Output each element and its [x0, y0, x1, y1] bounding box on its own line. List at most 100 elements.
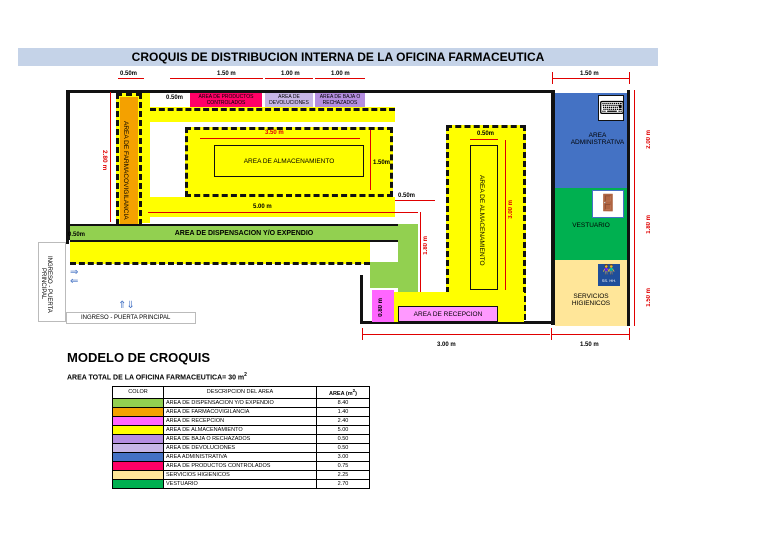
dim-line — [170, 78, 263, 79]
dim-label: 1.80 m — [646, 215, 652, 234]
area-dispensacion-corner — [370, 262, 398, 288]
legend-swatch — [112, 424, 164, 435]
dim-line — [505, 140, 506, 290]
area-dispensacion-ext — [398, 224, 418, 294]
dim-label: 3.00 m — [437, 342, 456, 348]
dim-line — [362, 334, 550, 335]
legend-swatch — [112, 460, 164, 471]
legend-header-area-sup: 2 — [352, 388, 356, 393]
dim-label: 1.50 m — [646, 288, 652, 307]
legend-table: COLOR DESCRIPCION DEL AREA AREA (m2) ARE… — [112, 386, 370, 489]
total-area-label: AREA TOTAL DE LA OFICINA FARMACEUTICA= 3… — [67, 374, 245, 382]
legend-swatch — [112, 406, 164, 417]
legend-header-desc: DESCRIPCION DEL AREA — [163, 386, 317, 399]
legend-swatch — [112, 442, 164, 453]
legend-desc: AREA DE BAJA O RECHAZADOS — [163, 433, 317, 444]
entrance-bottom-box: INGRESO - PUERTA PRINCIPAL — [66, 312, 196, 324]
area-baja: AREA DE BAJA O RECHAZADOS — [315, 93, 365, 107]
dim-label: 0.50m — [477, 131, 495, 137]
entrance-arrows-left: ⇒⇐ — [70, 267, 79, 287]
dim-label: 1.50 m — [217, 71, 236, 77]
dim-line — [148, 212, 418, 213]
yellow-strip — [70, 242, 370, 264]
legend-area: 1.40 — [316, 406, 370, 417]
dim-label: 1.50 m — [580, 71, 599, 77]
dim-label: 0.50m — [68, 232, 86, 238]
area-recepcion-small — [372, 290, 394, 322]
dashed-wall — [150, 108, 395, 111]
dim-line — [265, 78, 313, 79]
area-farmacovigilancia — [120, 97, 138, 239]
dim-label: 2.80 m — [101, 150, 108, 171]
legend-area: 0.50 — [316, 433, 370, 444]
dim-line — [370, 130, 371, 190]
wall-top — [66, 90, 554, 93]
legend-swatch — [112, 433, 164, 444]
dim-label: 0.50m — [398, 193, 416, 199]
legend-header-row: COLOR DESCRIPCION DEL AREA AREA (m2) — [112, 386, 370, 399]
wall-left — [66, 90, 70, 240]
dim-line — [420, 212, 421, 292]
entrance-arrows-bottom: ⇑⇓ — [118, 300, 135, 311]
wall-stub — [66, 240, 69, 244]
dim-label: 3.00 m — [508, 200, 514, 219]
wall-bottom-left — [360, 275, 363, 323]
legend-area: 0.50 — [316, 442, 370, 453]
model-heading: MODELO DE CROQUIS — [67, 350, 211, 365]
restroom-icon: 👫SS. HH. — [598, 264, 620, 286]
dim-line — [552, 334, 630, 335]
legend-swatch — [112, 478, 164, 489]
restroom-icon-label: SS. HH. — [601, 278, 617, 283]
legend-area: 2.40 — [316, 415, 370, 426]
dim-tick — [552, 72, 553, 84]
dim-label: 0.80 m — [378, 298, 384, 317]
dim-label: 5.00 m — [253, 204, 272, 210]
legend-area: 5.00 — [316, 424, 370, 435]
legend-desc: VESTUARIO — [163, 478, 317, 489]
area-recepcion: AREA DE RECEPCION — [398, 306, 498, 322]
yellow-strip — [150, 197, 395, 217]
total-area: AREA TOTAL DE LA OFICINA FARMACEUTICA= 3… — [67, 372, 247, 381]
legend-desc: AREA ADMINISTRATIVA — [163, 451, 317, 462]
legend-desc: AREA DE RECEPCION — [163, 415, 317, 426]
area-farmacovigilancia-label: AREA DE FARMACOVIGILANCIA — [122, 120, 129, 220]
dim-label: 1.50m — [373, 160, 391, 166]
dim-tick — [629, 72, 630, 84]
dim-tick — [362, 328, 363, 340]
legend-desc: SERVICIOS HIGIENICOS — [163, 469, 317, 480]
legend-area: 2.70 — [316, 478, 370, 489]
legend-desc: AREA DE DEVOLUCIONES — [163, 442, 317, 453]
legend-area: 0.75 — [316, 460, 370, 471]
legend-area: 2.25 — [316, 469, 370, 480]
wall-right-inner — [551, 90, 555, 325]
legend-header-color: COLOR — [112, 386, 164, 399]
dim-label: 1.50 m — [580, 342, 599, 348]
area-devoluciones: AREA DE DEVOLUCIONES — [265, 93, 313, 107]
legend-header-area-close: ) — [355, 390, 358, 397]
area-vestuario-label: VESTUARIO — [572, 221, 610, 229]
dim-label: 3.50 m — [265, 130, 284, 136]
dim-label: 0.50m — [120, 71, 138, 77]
legend-header-area-label: AREA (m — [328, 390, 353, 397]
legend-area: 3.00 — [316, 451, 370, 462]
dim-line — [110, 92, 111, 222]
dim-tick — [551, 328, 552, 340]
area-almacen2-label: AREA DE ALMACENAMIENTO — [478, 174, 485, 266]
legend-swatch — [112, 397, 164, 408]
legend-swatch — [112, 469, 164, 480]
dim-line — [552, 78, 630, 79]
area-almacen2 — [470, 145, 498, 290]
legend-desc: AREA DE PRODUCTOS CONTROLADOS — [163, 460, 317, 471]
dim-line — [395, 200, 435, 201]
